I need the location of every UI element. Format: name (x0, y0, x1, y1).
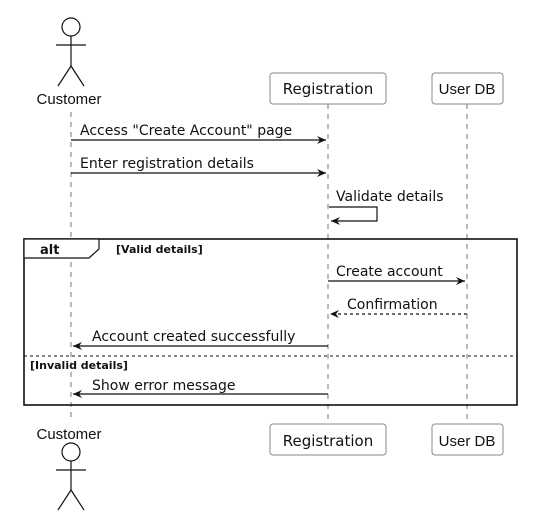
message-label-4: Create account (336, 264, 443, 280)
alt-fragment: alt [Valid details] [Invalid details] (23, 238, 518, 406)
alt-fragment-tab (23, 238, 100, 259)
registration-label-top: Registration (283, 80, 373, 98)
user-db-box-top: User DB (431, 72, 504, 105)
user-db-box-bottom: User DB (431, 423, 504, 456)
customer-label-top: Customer (36, 91, 101, 108)
message-label-5: Confirmation (347, 297, 438, 313)
registration-label-bottom: Registration (283, 432, 373, 450)
alt-guard-valid: [Valid details] (116, 243, 203, 256)
message-arrow-3 (329, 206, 378, 225)
user-db-label-top: User DB (439, 81, 496, 98)
customer-label-bottom: Customer (36, 426, 101, 443)
alt-guard-invalid: [Invalid details] (30, 359, 128, 372)
message-label-3: Validate details (336, 189, 444, 205)
customer-actor-icon-bottom (56, 442, 86, 511)
registration-box-bottom: Registration (269, 423, 387, 456)
registration-box-top: Registration (269, 72, 387, 105)
message-label-1: Access "Create Account" page (80, 123, 292, 139)
message-label-7: Show error message (92, 378, 236, 394)
user-db-label-bottom: User DB (439, 433, 496, 450)
alt-keyword: alt (40, 243, 59, 258)
message-label-6: Account created successfully (92, 329, 295, 345)
customer-actor-icon-top (56, 17, 86, 87)
message-label-2: Enter registration details (80, 156, 254, 172)
